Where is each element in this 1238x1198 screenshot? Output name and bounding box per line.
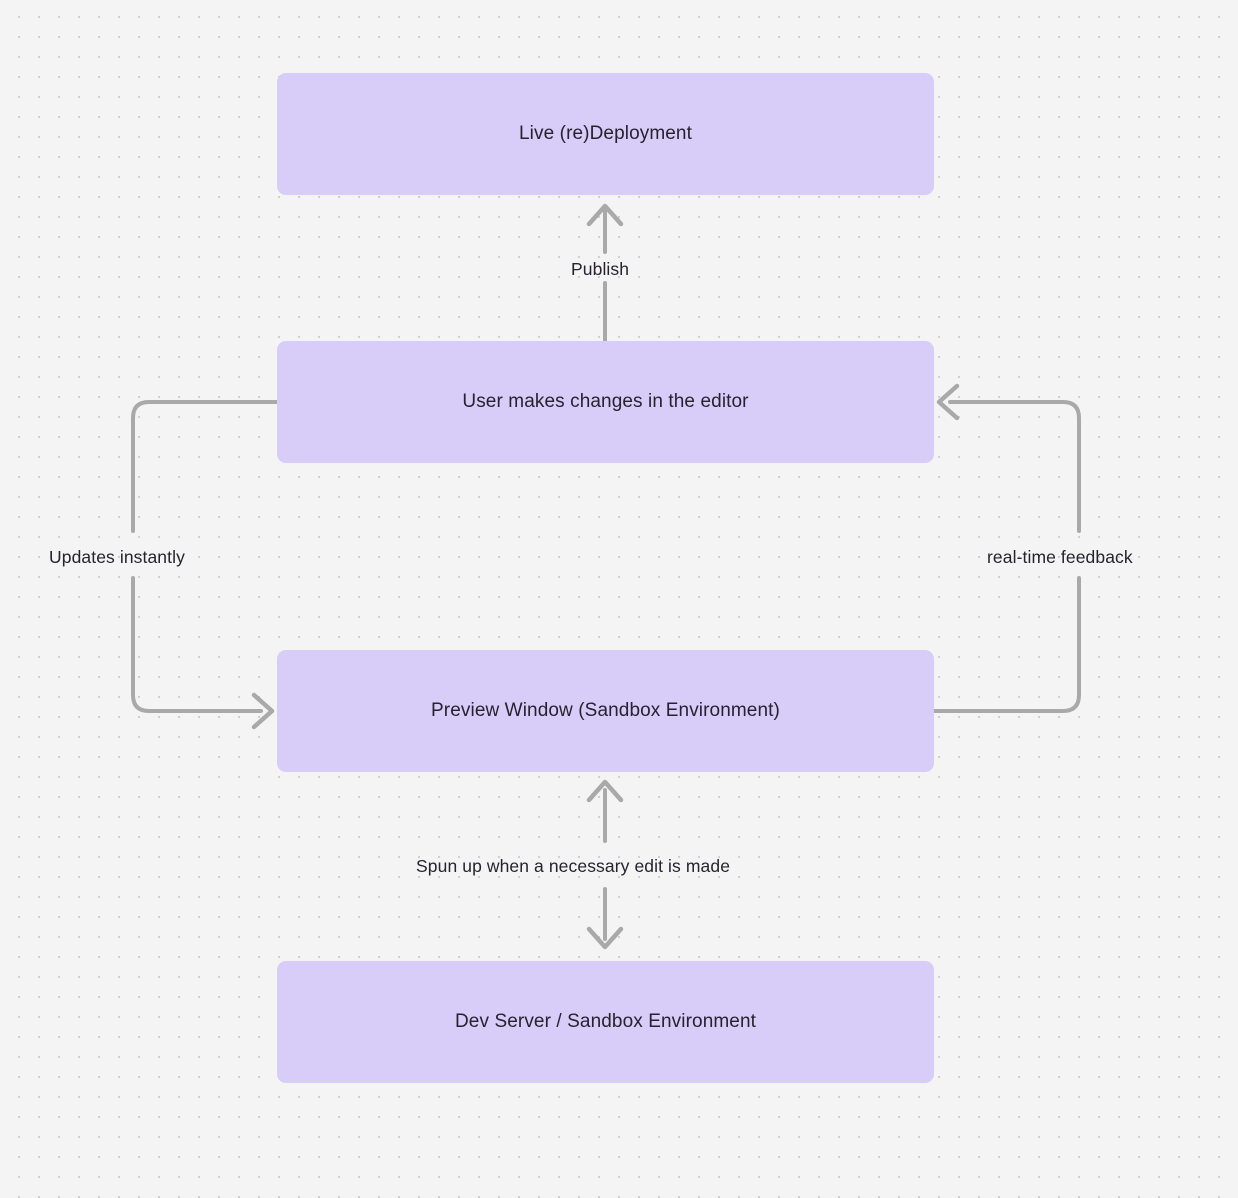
edge-label-real-time-feedback: real-time feedback	[987, 547, 1133, 567]
node-live-redeployment[interactable]: Live (re)Deployment	[277, 73, 934, 195]
node-dev-server[interactable]: Dev Server / Sandbox Environment	[277, 961, 934, 1083]
edge-label-publish: Publish	[571, 259, 630, 279]
edge-line-updates-upper	[131, 400, 279, 533]
arrowhead-right-to-preview	[251, 692, 275, 730]
arrowhead-up-to-preview	[586, 779, 624, 803]
edge-line-updates-lower	[131, 576, 263, 713]
node-label: Preview Window (Sandbox Environment)	[431, 699, 780, 721]
node-preview-window[interactable]: Preview Window (Sandbox Environment)	[277, 650, 934, 772]
node-label: Dev Server / Sandbox Environment	[454, 1010, 756, 1032]
node-label: Live (re)Deployment	[519, 122, 692, 144]
arrowhead-left-to-editor	[936, 383, 960, 421]
node-user-makes-changes[interactable]: User makes changes in the editor	[277, 341, 934, 463]
arrowhead-up-to-live	[586, 203, 624, 227]
arrowhead-down-to-devserver	[586, 926, 624, 950]
edge-line-realtime-lower	[932, 576, 1081, 713]
edge-label-updates-instantly: Updates instantly	[49, 547, 185, 567]
edge-label-spun-up-when-edit-made: Spun up when a necessary edit is made	[416, 856, 731, 876]
edge-line-realtime-upper	[948, 400, 1081, 533]
node-label: User makes changes in the editor	[462, 390, 749, 412]
